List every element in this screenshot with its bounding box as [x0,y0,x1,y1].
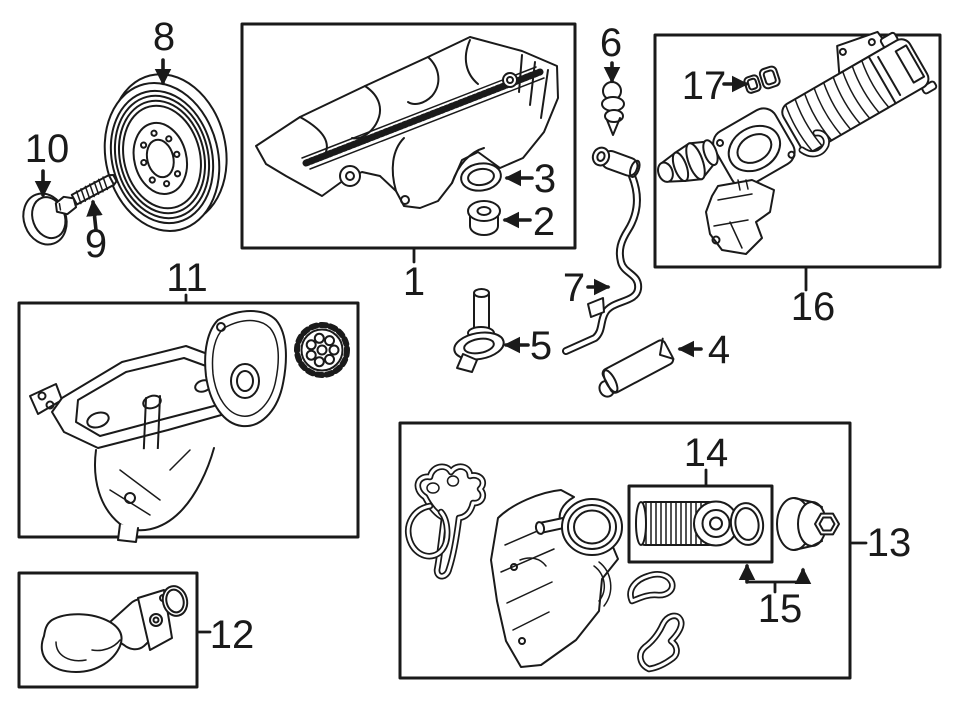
callout-8-label[interactable]: 8 [153,15,175,59]
callout-9-arrow [86,199,103,232]
callout-13-label[interactable]: 13 [867,521,912,565]
housing-gasket-drawing [405,463,487,580]
small-gasket-2-drawing [637,612,685,673]
dipstick-tube-drawing [562,146,643,355]
callout-2-label[interactable]: 2 [533,200,555,244]
filter-oring-drawing [729,502,765,546]
callout-7-label[interactable]: 7 [563,266,585,310]
manifold-bracket-drawing [705,179,775,255]
drain-plug-drawing [467,200,501,236]
callout-10-label[interactable]: 10 [25,127,70,171]
callout-14-label[interactable]: 14 [684,431,729,475]
suction-pipe-oring-drawing [161,585,189,617]
oil-level-sensor-drawing [453,288,505,373]
pump-sprocket-drawing [294,322,350,378]
small-gasket-1-drawing [627,571,676,605]
callout-16-label[interactable]: 16 [791,285,836,329]
retainer-clip-drawing [743,65,781,94]
throttle-adapter-drawing [657,139,719,183]
suction-pipe-group-box [17,571,199,689]
callout-12-label[interactable]: 12 [210,613,255,657]
filter-cap-drawing [776,497,840,551]
intake-manifold-drawing [712,30,938,188]
filter-kit-box [627,484,774,564]
oil-filter-housing-drawing [490,489,623,668]
chain-cover-drawing [204,310,287,428]
callout-5-label[interactable]: 5 [530,324,552,368]
crankshaft-pulley-drawing [103,73,228,233]
oil-filter-element-drawing [635,500,739,547]
callout-3-label[interactable]: 3 [534,157,556,201]
callout-11-label[interactable]: 11 [166,256,208,300]
callout-4-label[interactable]: 4 [708,328,730,372]
seal-ring-drawing [460,162,502,192]
oil-pump-group-box [17,301,360,539]
plug-screw-drawing [601,81,625,136]
intake-manifold-group-box [653,33,942,269]
filter-housing-group-box [398,421,852,680]
callout-17-label[interactable]: 17 [682,64,727,108]
connector-tube-drawing [598,337,675,398]
callout-15-label[interactable]: 15 [758,587,803,631]
callout-15-bracket [738,563,812,594]
oil-pan-group-box [240,22,577,250]
callout-9-label[interactable]: 9 [85,222,107,266]
oil-pan-drawing [255,36,559,209]
pulley-bolt-drawing [54,173,118,216]
callout-6-label[interactable]: 6 [600,21,622,65]
suction-pipe-drawing [40,589,173,673]
callout-1-label[interactable]: 1 [403,260,425,304]
